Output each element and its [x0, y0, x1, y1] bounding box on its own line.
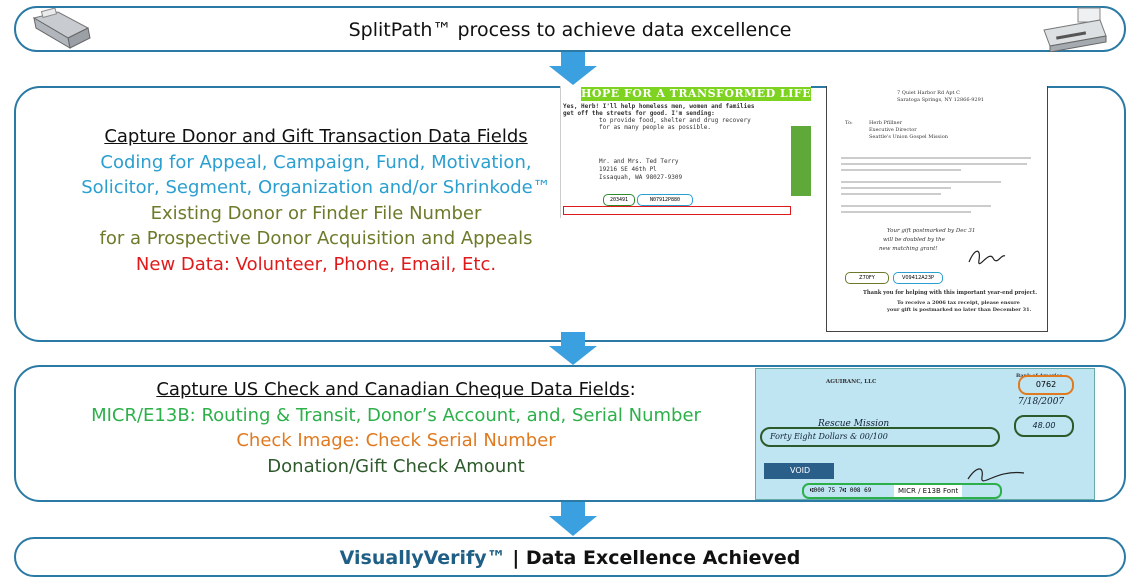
mailer-code-1: 203491: [603, 194, 635, 206]
check-signature-icon: [967, 468, 1025, 482]
mailer-text-1: Yes, Herb! I'll help homeless men, women…: [563, 103, 755, 110]
mailer-photo: [791, 126, 811, 196]
visuallyverify-brand: VisuallyVerify™: [339, 547, 506, 569]
mailer-address-2: 19216 SE 46th Pl: [599, 166, 657, 173]
letter-to-label: To:: [845, 120, 853, 126]
check-account-name: AGUIRANC, LLC: [826, 379, 877, 385]
flatbed-scanner-icon: [1043, 7, 1107, 52]
check-section-heading-row: Capture US Check and Canadian Cheque Dat…: [36, 377, 756, 403]
check-image: Bank of America 0762 AGUIRANC, LLC 7/18/…: [755, 368, 1095, 500]
signature-icon: [968, 250, 1006, 265]
letter-thanks: Thank you for helping with this importan…: [863, 290, 1038, 296]
coding-fields-line2: Solicitor, Segment, Organization and/or …: [81, 177, 551, 198]
letter-receipt-2: your gift is postmarked no later than De…: [887, 307, 1032, 313]
check-void-label: VOID: [764, 463, 834, 479]
check-amount-box: 48.00: [1014, 415, 1074, 437]
title-banner: SplitPath™ process to achieve data excel…: [14, 6, 1126, 52]
result-banner: VisuallyVerify™ | Data Excellence Achiev…: [14, 537, 1126, 577]
donor-fields-list: Capture Donor and Gift Transaction Data …: [36, 124, 596, 277]
check-fields-list: Capture US Check and Canadian Cheque Dat…: [36, 377, 756, 479]
letter-address-1: 7 Quiet Harbor Rd Apt C: [897, 90, 960, 96]
reply-mailer-image: HOPE FOR A TRANSFORMED LIFE Yes, Herb! I…: [560, 86, 811, 218]
mailer-text-3: to provide food, shelter and drug recove…: [599, 117, 751, 124]
letter-code-1: Z70FY: [845, 272, 889, 284]
mailer-address-3: Issaquah, WA 98027-9309: [599, 174, 683, 181]
letter-to-2: Executive Director: [869, 127, 917, 133]
check-number: 0762: [1018, 375, 1074, 395]
letter-code-2: V09412A23P: [893, 272, 943, 284]
letter-handwriting-2: will be doubled by the: [883, 237, 945, 243]
check-written-amount: Forty Eight Dollars & 00/100: [760, 427, 1000, 447]
letter-body-lines: [841, 157, 1031, 213]
letter-address-2: Saratoga Springs, NY 12866-9291: [897, 97, 984, 103]
letter-handwriting-3: new matching grant!: [879, 246, 938, 252]
flow-arrow-2: [549, 332, 597, 365]
mailer-text-2: get off the streets for good. I'm sendin…: [563, 110, 715, 117]
micr-line: MICR/E13B: Routing & Transit, Donor’s Ac…: [91, 404, 701, 426]
result-text: VisuallyVerify™ | Data Excellence Achiev…: [16, 547, 1124, 569]
check-amount-line: Donation/Gift Check Amount: [267, 455, 525, 477]
mailer-address-1: Mr. and Mrs. Ted Terry: [599, 158, 679, 165]
letter-to-1: Herb Pfillner: [869, 120, 902, 126]
micr-font-label: MICR / E13B Font: [894, 485, 963, 497]
donor-section-heading: Capture Donor and Gift Transaction Data …: [104, 126, 528, 147]
mailer-new-data-highlight: [563, 206, 791, 215]
check-section-heading: Capture US Check and Canadian Cheque Dat…: [156, 379, 630, 400]
result-separator: |: [505, 547, 526, 569]
micr-digits: ⑆000 75 7⑆ 008 69: [810, 487, 872, 494]
flow-arrow-1: [549, 52, 597, 85]
micr-line-highlight: ⑆000 75 7⑆ 008 69 MICR / E13B Font: [802, 483, 1002, 499]
process-title: SplitPath™ process to achieve data excel…: [348, 19, 792, 41]
mailer-text-4: for as many people as possible.: [599, 124, 711, 131]
donor-letter-image: 7 Quiet Harbor Rd Apt C Saratoga Springs…: [826, 86, 1048, 332]
check-scanner-icon: [32, 8, 91, 49]
coding-fields-line1: Coding for Appeal, Campaign, Fund, Motiv…: [100, 151, 532, 173]
mailer-code-2: N07912P880: [637, 194, 693, 206]
check-image-line: Check Image: Check Serial Number: [236, 430, 556, 451]
letter-handwriting-1: Your gift postmarked by Dec 31: [887, 228, 976, 234]
donor-file-number-line: Existing Donor or Finder File Number: [150, 202, 482, 224]
check-date: 7/18/2007: [1018, 397, 1065, 407]
mailer-banner: HOPE FOR A TRANSFORMED LIFE: [581, 87, 811, 101]
check-payee: Rescue Mission: [818, 419, 890, 429]
check-words: Forty Eight Dollars & 00/100: [770, 432, 888, 441]
new-data-line: New Data: Volunteer, Phone, Email, Etc.: [135, 253, 497, 275]
prospective-donor-line: for a Prospective Donor Acquisition and …: [99, 228, 533, 249]
check-section-heading-suffix: :: [629, 379, 636, 400]
letter-receipt-1: To receive a 2006 tax receipt, please en…: [897, 300, 1020, 306]
flow-arrow-3: [549, 502, 597, 536]
data-excellence-label: Data Excellence Achieved: [525, 547, 801, 569]
letter-to-3: Seattle's Union Gospel Mission: [869, 134, 948, 140]
